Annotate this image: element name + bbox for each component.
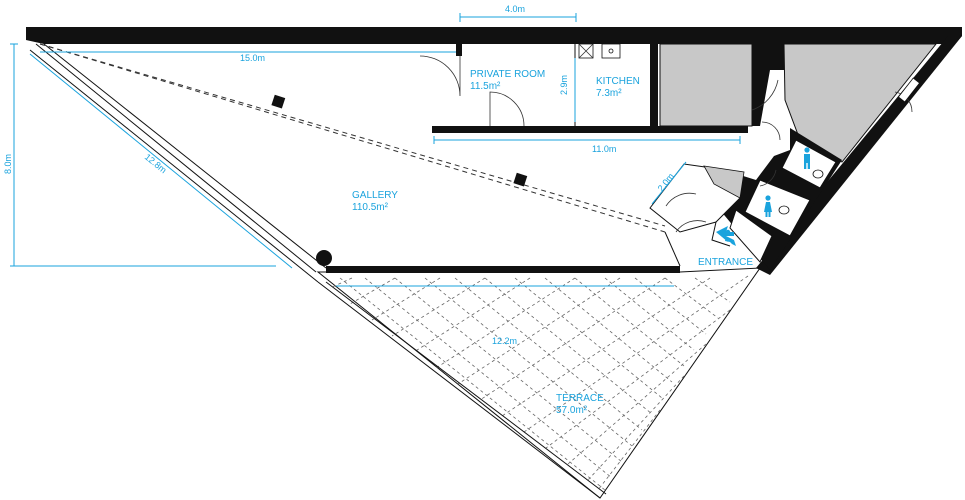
kitchen-area: 7.3m² bbox=[596, 88, 622, 99]
dimension-top-width bbox=[459, 13, 577, 22]
small-door-arc bbox=[761, 121, 781, 141]
service-area-left bbox=[659, 43, 753, 127]
kitchen-sink bbox=[601, 43, 621, 59]
dimension-corridor-length-label: 11.0m bbox=[592, 144, 616, 154]
toilet-female-room bbox=[744, 179, 811, 237]
terrace-outline bbox=[316, 267, 761, 499]
diagonal-wall bbox=[35, 43, 317, 273]
kitchen-name: KITCHEN bbox=[596, 76, 640, 87]
entrance-door-line bbox=[711, 221, 731, 247]
corridor-wall bbox=[432, 126, 748, 133]
terrace-area: 57.0m² bbox=[556, 405, 588, 416]
right-wall-fixture bbox=[883, 115, 889, 121]
stove-cross bbox=[578, 43, 594, 59]
private-room-name: PRIVATE ROOM bbox=[470, 69, 545, 80]
terrace-left-edge-inner bbox=[325, 281, 607, 495]
dimension-terrace-edge-label: 12.2m bbox=[492, 336, 517, 346]
gallery-area: 110.5m² bbox=[352, 202, 389, 213]
right-outer-wall bbox=[756, 36, 962, 275]
private-room-door bbox=[419, 55, 461, 97]
diagonal-wall-outer bbox=[29, 49, 319, 283]
dimension-entrance-width bbox=[651, 161, 687, 205]
service-door-arc bbox=[751, 79, 779, 111]
dimension-top-width-label: 4.0m bbox=[505, 4, 525, 14]
dimension-left-height-label: 8.0m bbox=[3, 154, 13, 174]
gallery-name: GALLERY bbox=[352, 190, 398, 201]
terrace-name: TERRACE bbox=[556, 393, 604, 404]
gallery-south-wall bbox=[326, 266, 680, 273]
dimension-gallery-length-label: 15.0m bbox=[240, 53, 265, 63]
entrance-grey-floor bbox=[703, 165, 745, 199]
entrance-door-arc-1 bbox=[665, 192, 697, 207]
gallery-south-wall-edge bbox=[664, 231, 681, 267]
toilet-door-arc bbox=[759, 169, 777, 187]
male-toilet-icon bbox=[804, 147, 810, 169]
female-toilet-icon bbox=[764, 195, 772, 217]
toilet-fixture-1 bbox=[812, 169, 824, 179]
private-room-west-wall bbox=[456, 44, 462, 56]
toilet-fixture-2 bbox=[778, 205, 790, 215]
service-divider-wall bbox=[752, 44, 784, 126]
gallery-dashed-line-lower bbox=[39, 43, 666, 227]
sink-drain bbox=[608, 48, 614, 54]
dimension-room-depth-label: 2.9m bbox=[559, 75, 569, 95]
entrance-arrow-icon bbox=[716, 226, 734, 242]
dimension-diagonal-wall-label: 12.8m bbox=[143, 152, 169, 176]
diagonal-wall-inner bbox=[43, 43, 327, 269]
dimension-diagonal-wall bbox=[29, 53, 293, 269]
terrace-left-edge bbox=[317, 281, 601, 499]
toilet-accessible-room bbox=[729, 209, 773, 263]
gallery-dashed-line-upper bbox=[39, 43, 666, 233]
gallery-column-2 bbox=[513, 172, 528, 187]
private-room-door2 bbox=[489, 91, 525, 127]
dimension-left-height bbox=[10, 43, 276, 267]
entrance-label: ENTRANCE bbox=[698, 257, 753, 268]
gallery-column-1 bbox=[271, 94, 286, 109]
entrance-door-arc-2 bbox=[675, 220, 707, 233]
terrace-grid bbox=[329, 275, 749, 491]
private-room-area: 11.5m² bbox=[470, 81, 501, 92]
dimension-corridor-length bbox=[433, 136, 741, 144]
right-wall-window bbox=[897, 77, 921, 103]
kitchen-east-wall bbox=[650, 44, 658, 126]
top-wall bbox=[26, 27, 962, 44]
corner-column bbox=[316, 250, 332, 266]
